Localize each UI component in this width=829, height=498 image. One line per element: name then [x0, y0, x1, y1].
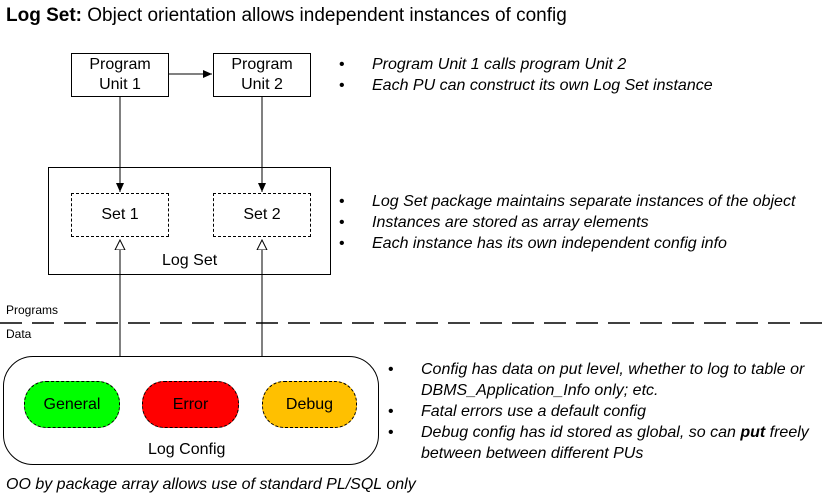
pu1-line2: Unit 1: [99, 76, 141, 93]
bullet-item: Fatal errors use a default config: [388, 401, 809, 422]
bullet-item: Program Unit 1 calls program Unit 2: [339, 54, 713, 75]
bullet-continuation: between between different PUs: [421, 445, 644, 462]
data-label: Data: [6, 327, 32, 341]
bullet-item: Instances are stored as array elements: [339, 212, 795, 233]
bullet-item: Debug config has id stored as global, so…: [388, 422, 809, 464]
bullet-item: Config has data on put level, whether to…: [388, 359, 809, 401]
set-1-box: Set 1: [71, 193, 169, 237]
log-set-box: [48, 167, 331, 275]
log-config-label: Log Config: [148, 441, 226, 458]
log-set-label: Log Set: [162, 252, 218, 269]
bullets-mid: Log Set package maintains separate insta…: [339, 191, 795, 254]
debug-label: Debug: [285, 395, 334, 413]
diagram-title: Log Set: Object orientation allows indep…: [6, 5, 567, 27]
debug-pill: Debug: [262, 381, 357, 428]
bullets-bottom: Config has data on put level, whether to…: [388, 359, 809, 464]
general-pill: General: [24, 381, 120, 428]
footer-note: OO by package array allows use of standa…: [6, 476, 416, 493]
general-label: General: [43, 395, 101, 413]
bullet-text: Debug config has id stored as global, so…: [421, 424, 736, 441]
pu2-line2: Unit 2: [241, 76, 283, 93]
set-1-label: Set 1: [101, 206, 139, 223]
bullet-bold-put: put: [740, 424, 766, 441]
bullets-top: Program Unit 1 calls program Unit 2 Each…: [339, 54, 713, 96]
title-bold: Log Set:: [6, 5, 82, 26]
bullet-text-after: freely: [769, 424, 809, 441]
bullet-item: Log Set package maintains separate insta…: [339, 191, 795, 212]
pu2-line1: Program: [231, 56, 293, 73]
bullet-text: Config has data on put level, whether to…: [421, 361, 805, 378]
set-2-box: Set 2: [213, 193, 311, 237]
program-unit-2-box: Program Unit 2: [213, 53, 311, 97]
bullet-item: Each instance has its own independent co…: [339, 233, 795, 254]
pu1-line1: Program: [89, 56, 151, 73]
program-unit-1-box: Program Unit 1: [71, 53, 169, 97]
bullet-item: Each PU can construct its own Log Set in…: [339, 75, 713, 96]
title-rest: Object orientation allows independent in…: [87, 5, 567, 26]
error-pill: Error: [142, 381, 239, 428]
bullet-continuation: DBMS_Application_Info only; etc.: [421, 382, 659, 399]
error-label: Error: [172, 395, 209, 413]
programs-label: Programs: [6, 303, 59, 317]
set-2-label: Set 2: [243, 206, 281, 223]
